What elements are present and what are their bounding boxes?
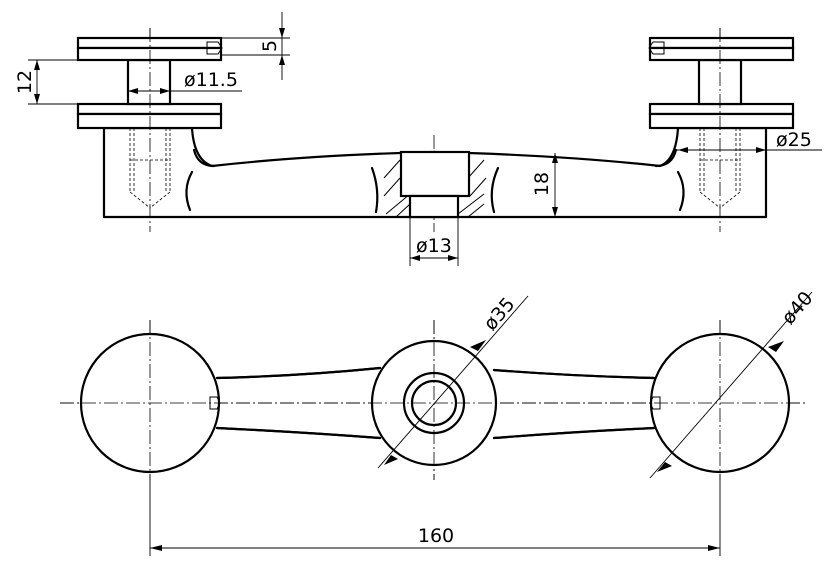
left-upper-disc — [76, 46, 223, 62]
break-curve-cr — [490, 166, 500, 214]
dim-12: 12 — [14, 59, 128, 105]
hatch-left — [383, 159, 411, 218]
left-fillet — [192, 148, 216, 168]
left-pad-screw — [209, 396, 221, 410]
dim-5: 5 — [221, 12, 290, 80]
right-upper-disc-top — [648, 36, 795, 50]
right-set-screw — [648, 41, 665, 55]
right-upper-disc — [648, 46, 795, 62]
right-lower-disc — [648, 112, 795, 130]
dim-12-label: 12 — [14, 70, 36, 94]
break-curve-left — [185, 170, 194, 212]
break-curve-right — [676, 170, 685, 212]
dim-13: ø13 — [409, 217, 459, 266]
left-bolt-shank — [126, 58, 172, 106]
top-view: ø35 ø40 160 — [60, 287, 818, 556]
left-thread-hidden — [129, 128, 171, 209]
break-curve-cl — [370, 166, 379, 214]
front-view: 5 12 ø11.5 ø25 — [14, 12, 822, 266]
left-lower-disc — [76, 112, 223, 130]
dim-13-label: ø13 — [416, 235, 452, 257]
dim-18: 18 — [531, 153, 558, 217]
hatch-right — [457, 159, 487, 218]
dim-11-5-label: ø11.5 — [184, 69, 238, 91]
left-lower-disc-top — [76, 102, 223, 116]
right-arm — [492, 368, 656, 440]
left-set-screw — [206, 41, 223, 55]
right-fillet — [654, 148, 678, 168]
dim-35-label: ø35 — [479, 293, 519, 334]
dim-25-label: ø25 — [776, 129, 812, 151]
dim-160: 160 — [149, 480, 721, 556]
right-pad-screw — [649, 396, 661, 410]
dim-5-label: 5 — [259, 40, 281, 52]
center-through-hole — [408, 194, 460, 219]
dim-18-label: 18 — [531, 172, 553, 196]
dim-11-5: ø11.5 — [128, 69, 242, 94]
center-counterbore — [399, 150, 471, 198]
right-lower-disc-top — [648, 102, 795, 116]
dim-160-label: 160 — [418, 525, 454, 547]
left-upper-disc-top — [76, 36, 223, 50]
dim-40-label: ø40 — [777, 287, 817, 328]
right-thread-hidden — [699, 128, 741, 209]
dim-25: ø25 — [676, 129, 822, 153]
